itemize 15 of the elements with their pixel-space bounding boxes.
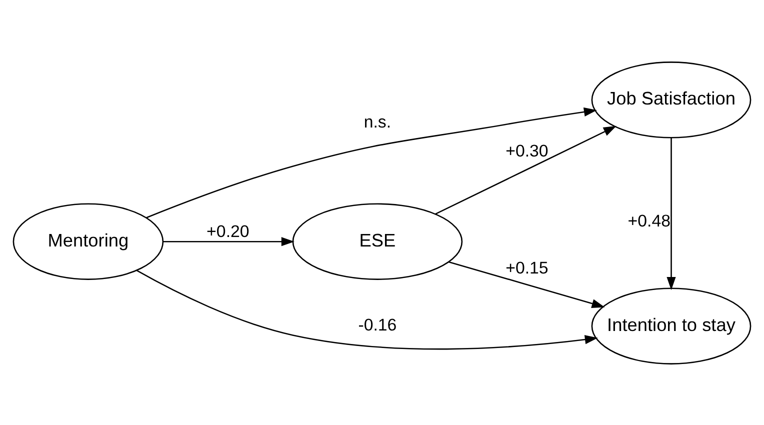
edge-label: +0.15 [506,258,548,277]
edge-label: +0.20 [206,221,250,240]
edge-label: n.s. [364,112,392,132]
arrow [136,269,598,350]
arrow [448,260,605,308]
edge-label: +0.48 [628,211,671,230]
arrow [146,106,597,218]
arrow [666,137,676,290]
node-ellipse: Job Satisfaction [591,61,752,138]
arrow [163,236,294,246]
node-ellipse: ESE [292,202,463,280]
node-ellipse: Mentoring [12,202,164,280]
edge-label: +0.30 [506,140,548,160]
edge-label: -0.16 [358,315,397,334]
arrow [435,125,616,214]
